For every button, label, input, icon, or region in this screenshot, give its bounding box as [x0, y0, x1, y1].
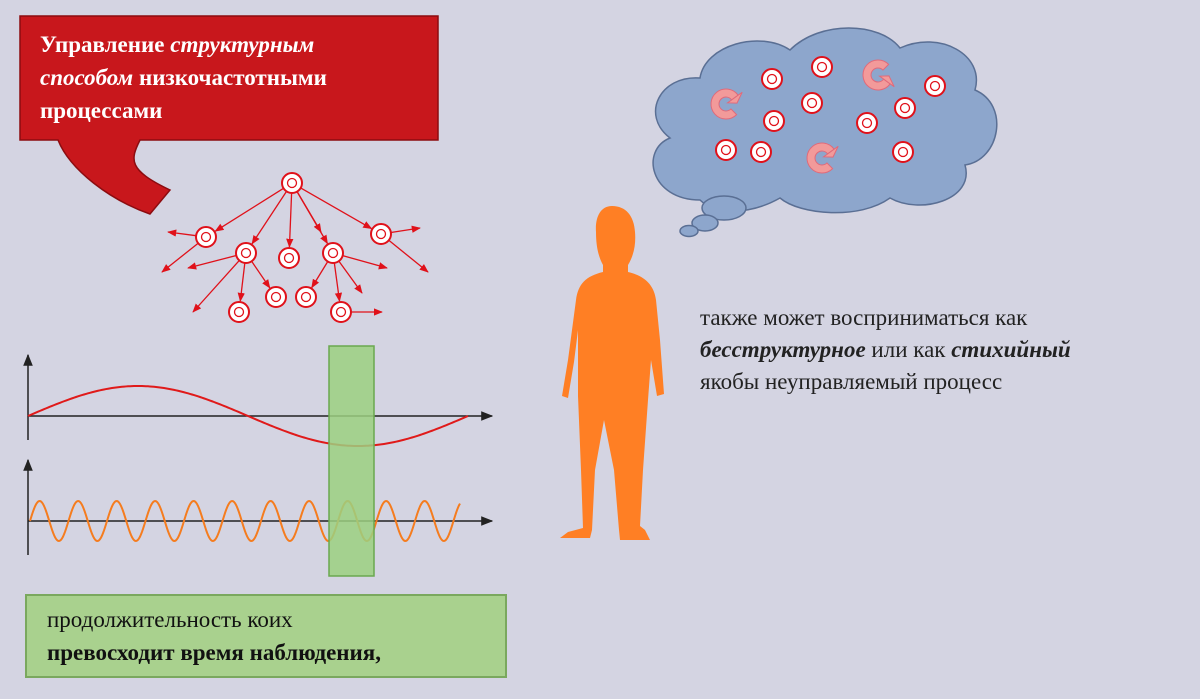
- callout-text-italic: структурным: [170, 32, 315, 57]
- callout-line-2: способом низкочастотными: [40, 61, 420, 94]
- target-node-icon: [295, 286, 317, 308]
- target-node-icon: [811, 56, 833, 78]
- network-arrow: [237, 262, 246, 302]
- hierarchy-network: [161, 172, 429, 323]
- target-node-icon: [278, 247, 300, 269]
- network-arrow: [251, 260, 271, 289]
- network-arrow: [187, 254, 237, 270]
- target-node-icon: [330, 301, 352, 323]
- target-node-icon: [924, 75, 946, 97]
- callout-line-1: Управление структурным: [40, 28, 420, 61]
- network-arrow: [388, 239, 429, 273]
- perception-line-3: якобы неуправляемый процесс: [700, 369, 1003, 394]
- callout-shape: [19, 15, 439, 215]
- callout: [19, 15, 439, 215]
- target-node-icon: [281, 172, 303, 194]
- callout-text: Управление структурным способом низкочас…: [40, 28, 420, 127]
- network-arrow: [338, 260, 363, 294]
- observation-window: [328, 345, 375, 577]
- perception-term-2: стихийный: [951, 337, 1071, 362]
- target-node-icon: [894, 97, 916, 119]
- high-frequency-wave: [29, 499, 461, 543]
- network-arrow: [251, 191, 288, 245]
- network-arrow: [286, 192, 294, 248]
- person-silhouette-icon: [560, 206, 664, 540]
- network-arrow: [167, 229, 197, 237]
- circular-arrow-icon: [710, 88, 743, 120]
- text-box-line-2: превосходит время наблюдения,: [47, 640, 381, 665]
- perception-line-1: также может восприниматься как: [700, 305, 1028, 330]
- perception-term-1: бесструктурное: [700, 337, 866, 362]
- target-node-icon: [750, 141, 772, 163]
- target-node-icon: [228, 301, 250, 323]
- perception-connector: или как: [865, 337, 952, 362]
- target-node-icon: [370, 223, 392, 245]
- network-arrow: [300, 187, 373, 230]
- network-arrow: [192, 260, 240, 313]
- target-node-icon: [235, 242, 257, 264]
- target-node-icon: [715, 139, 737, 161]
- perception-line-2: бесструктурное или как стихийный: [700, 334, 1071, 366]
- target-node-icon: [761, 68, 783, 90]
- callout-text-plain: Управление: [40, 32, 171, 57]
- network-arrow: [390, 225, 421, 234]
- network-arrow: [161, 242, 199, 273]
- circular-arrow-icon: [806, 142, 839, 174]
- circular-arrow-icon: [862, 59, 895, 91]
- network-arrow: [333, 262, 343, 303]
- target-node-icon: [195, 226, 217, 248]
- callout-text-plain-2: низкочастотными: [133, 65, 327, 90]
- network-arrow: [342, 255, 388, 270]
- target-node-icon: [892, 141, 914, 163]
- text-box-line-1: продолжительность коих: [47, 607, 293, 632]
- callout-text-italic-2: способом: [40, 65, 134, 90]
- target-node-icon: [322, 242, 344, 264]
- target-node-icon: [265, 286, 287, 308]
- perception-text: также может восприниматься как бесструкт…: [700, 302, 1071, 398]
- cloud-contents: [710, 56, 946, 174]
- wave-diagram: [23, 345, 494, 577]
- duration-text-box: продолжительность коих превосходит время…: [25, 594, 507, 678]
- thought-cloud-icon: [652, 27, 998, 238]
- low-frequency-wave: [27, 384, 469, 448]
- network-arrow: [311, 261, 329, 289]
- target-node-icon: [801, 92, 823, 114]
- network-arrow: [296, 191, 322, 233]
- callout-line-3: процессами: [40, 98, 163, 123]
- network-arrow: [214, 187, 284, 232]
- target-node-icon: [856, 112, 878, 134]
- target-node-icon: [763, 110, 785, 132]
